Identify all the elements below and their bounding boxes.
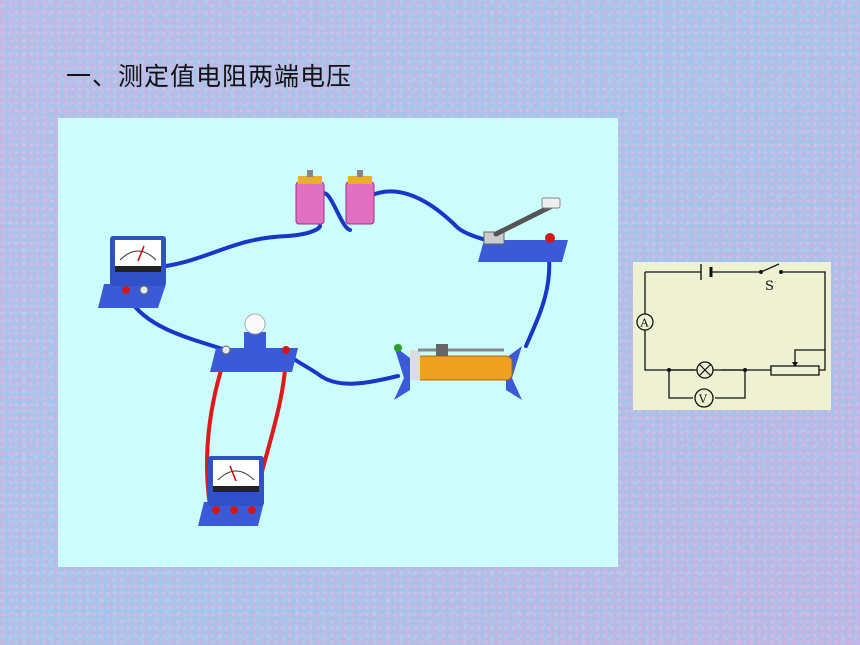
wire-rheostat-to-lamp: [284, 351, 400, 386]
blue-wires: [128, 189, 552, 386]
wire-lamp-to-ammeter: [128, 298, 228, 352]
battery-1: [295, 170, 325, 225]
schematic-junction-left: [667, 368, 671, 372]
schematic-rheostat: [770, 362, 820, 376]
schematic-voltmeter: [694, 388, 714, 408]
voltmeter-device: [198, 456, 264, 526]
circuit-illustration: [58, 118, 618, 567]
schematic-switch: [759, 263, 783, 274]
battery-2: [345, 170, 375, 225]
wire-battery-to-switch: [368, 189, 500, 246]
circuit-illustration-svg: [98, 170, 568, 526]
schematic-voltmeter-label: V: [698, 393, 708, 406]
ammeter-device: [98, 236, 166, 308]
schematic-wires: [644, 271, 826, 399]
rheostat-device: [394, 344, 522, 400]
circuit-schematic-svg: S A V: [636, 263, 826, 408]
switch-device: [478, 197, 568, 262]
wire-ammeter-to-battery: [148, 224, 322, 270]
schematic-lamp: [696, 361, 714, 379]
schematic-switch-label: S: [765, 279, 774, 294]
schematic-battery: [700, 264, 713, 280]
lamp-device: [210, 313, 298, 372]
schematic-ammeter: [636, 313, 654, 331]
schematic-ammeter-label: A: [640, 317, 650, 330]
page-title: 一、测定值电阻两端电压: [66, 62, 353, 91]
schematic-junction-right: [743, 368, 747, 372]
wire-switch-to-rheostat: [524, 246, 552, 348]
circuit-schematic: S A V: [633, 262, 831, 410]
